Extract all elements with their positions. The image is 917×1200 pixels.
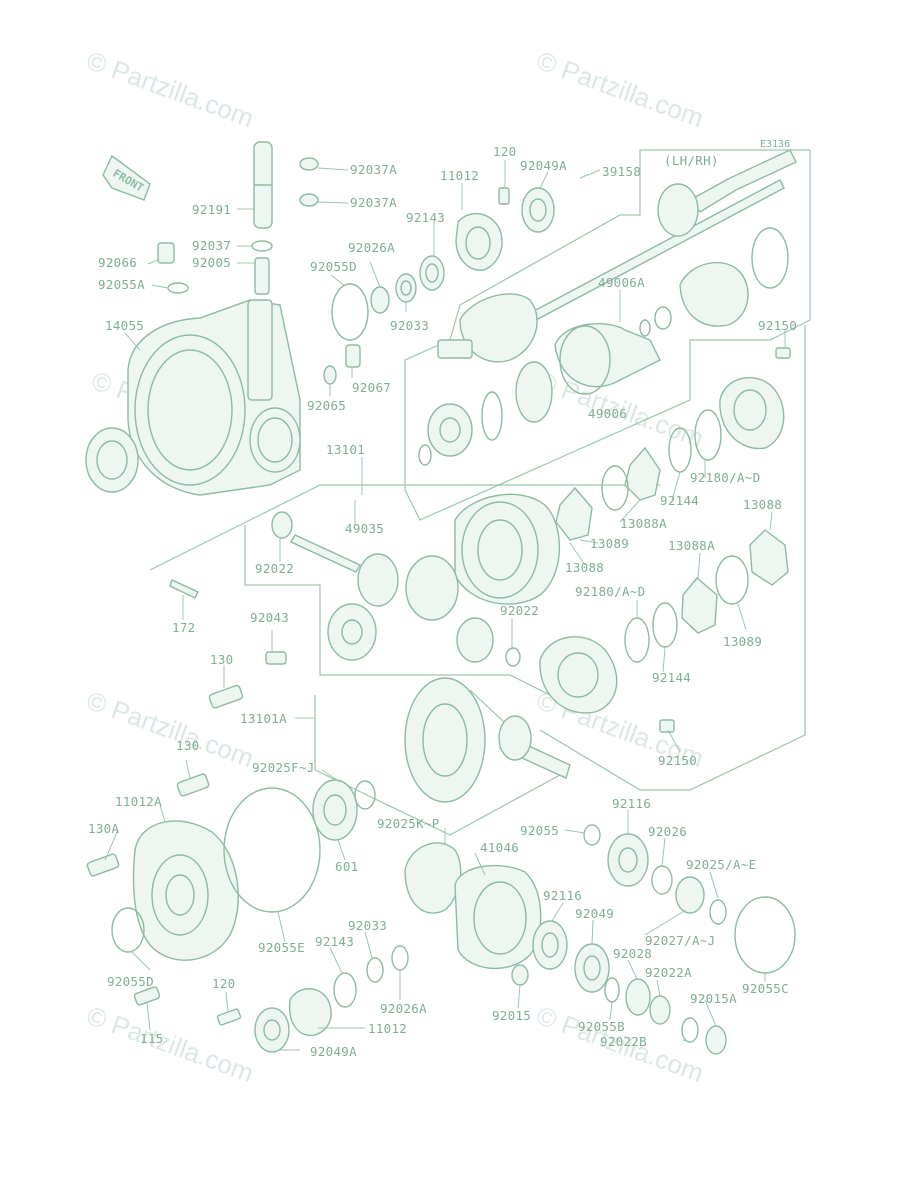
label-11012: 11012 (440, 168, 479, 183)
label-92022B: 92022B (600, 1034, 647, 1049)
label-92005: 92005 (192, 255, 231, 270)
label-92150: 92150 (658, 753, 697, 768)
label-92065: 92065 (307, 398, 346, 413)
label-92049: 92049 (575, 906, 614, 921)
watermark-text: © Partzilla.com (533, 45, 708, 133)
side-note: (LH/RH) (664, 153, 719, 168)
label-92144: 92144 (652, 670, 691, 685)
label-92049A: 92049A (520, 158, 567, 173)
label-92116: 92116 (612, 796, 651, 811)
label-120: 120 (212, 976, 235, 991)
assembly-frames (149, 149, 811, 836)
label-92055: 92055 (520, 823, 559, 838)
label-92116: 92116 (543, 888, 582, 903)
watermark-text: © Partzilla.com (83, 45, 258, 133)
diagram-code: E3136 (760, 139, 790, 150)
label-92049A: 92049A (310, 1044, 357, 1059)
label-13101: 13101 (326, 442, 365, 457)
label-41046: 41046 (480, 840, 519, 855)
label-92150: 92150 (758, 318, 797, 333)
label-92025-a-e: 92025/A~E (686, 857, 756, 872)
label-13088: 13088 (743, 497, 782, 512)
label-13101A: 13101A (240, 711, 287, 726)
label-92055E: 92055E (258, 940, 305, 955)
label-92143: 92143 (315, 934, 354, 949)
label-130: 130 (176, 738, 199, 753)
label-49035: 49035 (345, 521, 384, 536)
label-92022: 92022 (255, 561, 294, 576)
label-92027-a-j: 92027/A~J (645, 933, 715, 948)
label-601: 601 (335, 859, 358, 874)
label-92055C: 92055C (742, 981, 789, 996)
label-92025F-J: 92025F~J (252, 760, 315, 775)
label-92055D: 92055D (107, 974, 154, 989)
label-92015A: 92015A (690, 991, 737, 1006)
label-92037: 92037 (192, 238, 231, 253)
label-92028: 92028 (613, 946, 652, 961)
label-11012: 11012 (368, 1021, 407, 1036)
label-130: 130 (210, 652, 233, 667)
label-92191: 92191 (192, 202, 231, 217)
label-49006A: 49006A (598, 275, 645, 290)
label-130A: 130A (88, 821, 119, 836)
label-120: 120 (493, 144, 516, 159)
label-92025K-P: 92025K~P (377, 816, 440, 831)
label-92180-a-d: 92180/A~D (690, 470, 760, 485)
label-172: 172 (172, 620, 195, 635)
label-92067: 92067 (352, 380, 391, 395)
leader-lines (104, 160, 786, 1051)
label-13088A: 13088A (668, 538, 715, 553)
label-92066: 92066 (98, 255, 137, 270)
front-arrow-icon: FRONT (102, 154, 151, 201)
label-14055: 14055 (105, 318, 144, 333)
label-92144: 92144 (660, 493, 699, 508)
label-92026: 92026 (648, 824, 687, 839)
label-92043: 92043 (250, 610, 289, 625)
label-115: 115 (140, 1031, 163, 1046)
parts (85, 141, 797, 1055)
label-92037A: 92037A (350, 195, 397, 210)
label-92033: 92033 (390, 318, 429, 333)
label-92180-a-d: 92180/A~D (575, 584, 645, 599)
label-92055A: 92055A (98, 277, 145, 292)
label-11012A: 11012A (115, 794, 162, 809)
label-13089: 13089 (590, 536, 629, 551)
label-39158: 39158 (602, 164, 641, 179)
label-92026A: 92026A (380, 1001, 427, 1016)
label-92022A: 92022A (645, 965, 692, 980)
label-92026A: 92026A (348, 240, 395, 255)
label-13089: 13089 (723, 634, 762, 649)
label-13088A: 13088A (620, 516, 667, 531)
label-92143: 92143 (406, 210, 445, 225)
part-labels: 92037A 92037A 92191 92037 92005 92066 92… (88, 144, 797, 1059)
label-92033: 92033 (348, 918, 387, 933)
label-92022: 92022 (500, 603, 539, 618)
label-92055B: 92055B (578, 1019, 625, 1034)
label-92055D: 92055D (310, 259, 357, 274)
label-92037A: 92037A (350, 162, 397, 177)
label-49006: 49006 (588, 406, 627, 421)
label-92015: 92015 (492, 1008, 531, 1023)
label-13088: 13088 (565, 560, 604, 575)
